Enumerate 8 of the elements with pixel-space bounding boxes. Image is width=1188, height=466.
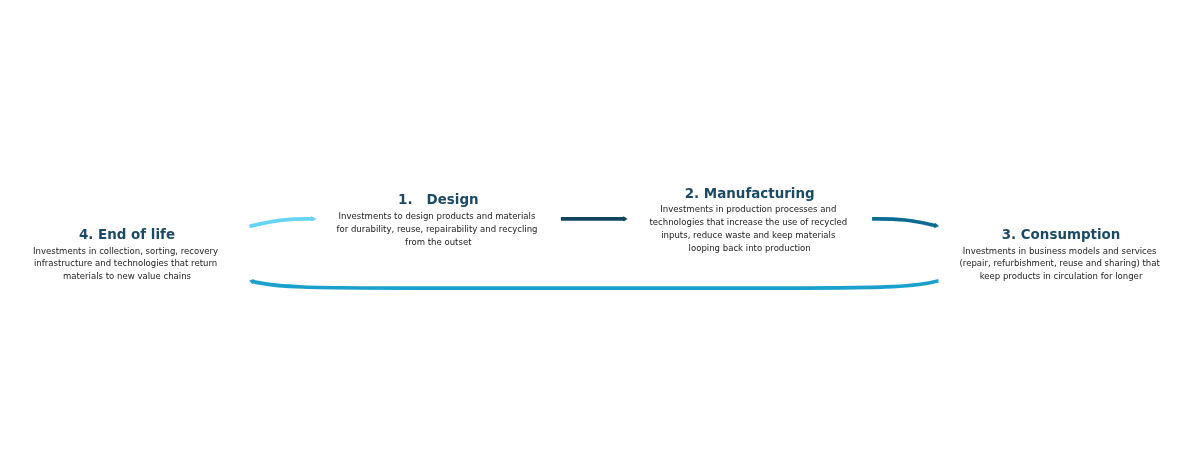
node-text: 2. Manufacturing Investments in production processes and technologies that increase the use of recycled inputs, reduce waste and keep materials looping back into production xyxy=(649,185,848,253)
node-text: 1. Design Investments to design products and materials for durability, reuse, repairability and recycling from the outset xyxy=(336,192,538,247)
arrow xyxy=(248,278,940,290)
node-text: 4. End of life Investments in collection, sorting, recovery infrastructure and technologies that return materials to new value chains xyxy=(33,226,219,281)
arrow xyxy=(560,216,628,222)
arrow xyxy=(248,216,317,229)
node-text: 3. Consumption Investments in business models and services (repair, refurbishment, reuse and sharing) that keep products in circulation for longer xyxy=(959,226,1160,281)
arrow xyxy=(871,217,940,228)
